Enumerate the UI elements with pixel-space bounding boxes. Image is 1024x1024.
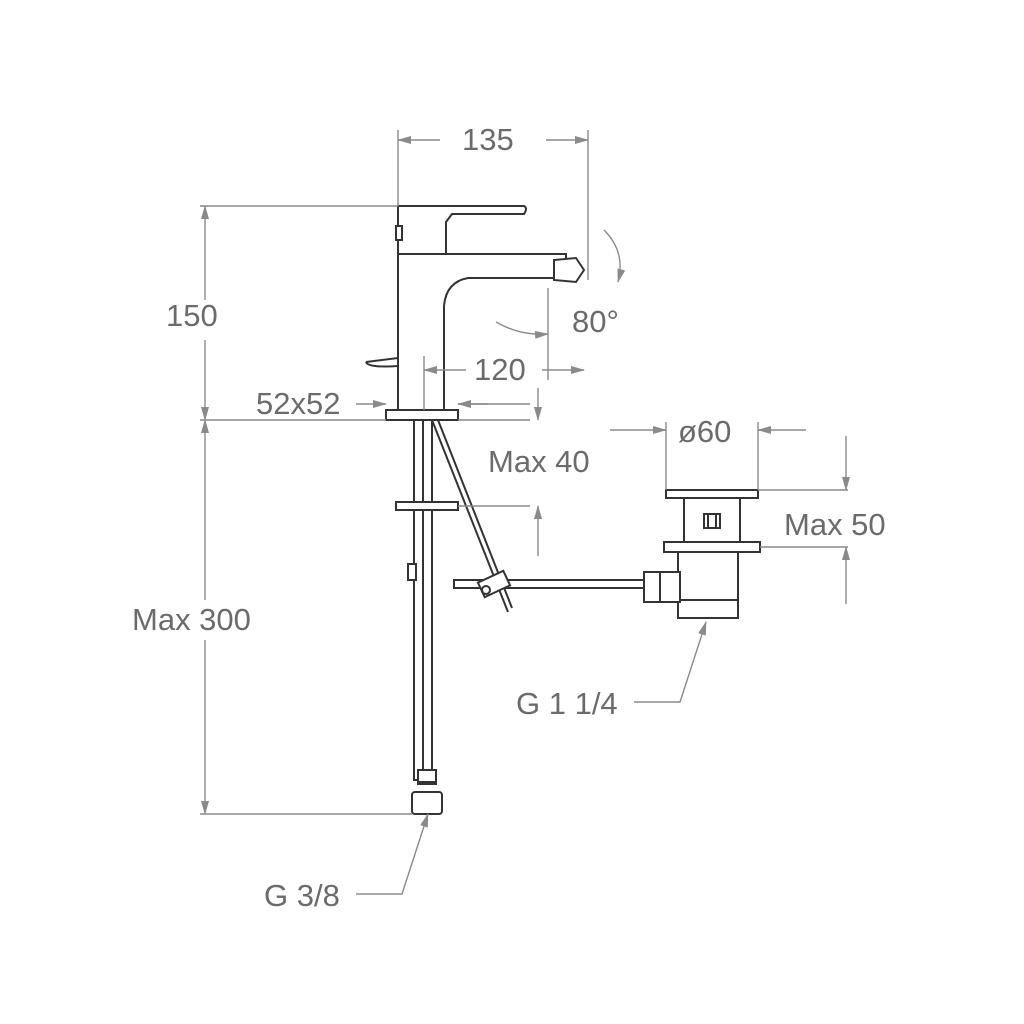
- dimension-lines: [200, 130, 850, 895]
- waste-connector: [643, 571, 681, 603]
- label-150: 150: [166, 298, 218, 333]
- waste-nut: [663, 541, 761, 553]
- label-max-40: Max 40: [488, 444, 590, 479]
- hose-nut: [411, 791, 443, 815]
- hose-fitting: [417, 769, 437, 785]
- pop-up-waste: [453, 489, 761, 619]
- label-diameter-60: ø60: [678, 414, 731, 449]
- handle-knob: [395, 225, 403, 241]
- label-max-50: Max 50: [784, 507, 886, 542]
- base-plate: [385, 409, 459, 421]
- nozzle: [553, 256, 586, 284]
- label-80-degrees: 80°: [572, 304, 619, 339]
- dimension-labels: 135 150 80° 120 52x52 Max 40 ø60 Max 50 …: [132, 122, 886, 913]
- stud-bracket: [407, 563, 417, 581]
- lever-handle: [397, 205, 527, 255]
- popup-lever: [365, 357, 399, 368]
- under-deck: [395, 419, 513, 815]
- waste-tail: [677, 551, 739, 619]
- fixing-plate: [395, 501, 459, 511]
- faucet-body: [365, 205, 586, 421]
- label-135: 135: [462, 122, 514, 157]
- label-52x52: 52x52: [256, 386, 340, 421]
- label-120: 120: [474, 352, 526, 387]
- waste-flange: [665, 489, 759, 499]
- spout-body: [397, 253, 567, 411]
- label-max-300: Max 300: [132, 602, 251, 637]
- label-g-1-1-4: G 1 1/4: [516, 686, 618, 721]
- label-g-3-8: G 3/8: [264, 878, 340, 913]
